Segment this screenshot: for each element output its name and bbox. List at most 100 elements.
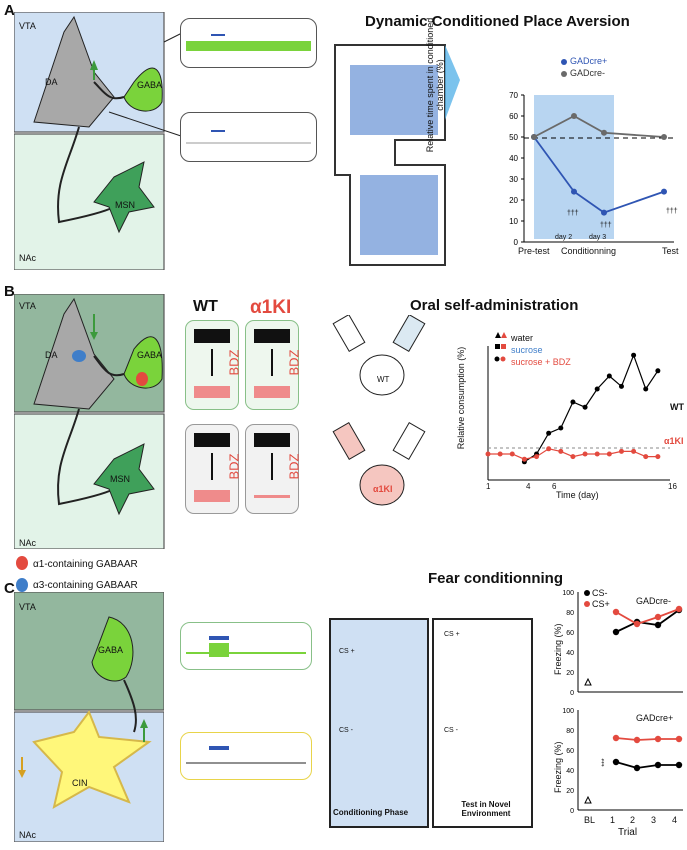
b-bdz-label-3: BDZ [286, 453, 302, 480]
b-point [606, 451, 612, 457]
a-vta-label: VTA [19, 21, 36, 31]
a-annot-0: ††† [567, 210, 579, 217]
c-ytick: 100 [562, 708, 574, 715]
a3-receptor-icon [16, 578, 28, 592]
c-cs-minus-1: CS - [444, 727, 458, 734]
c-legend-label-1: CS+ [592, 599, 610, 609]
b-xtick-16: 16 [668, 482, 677, 491]
c-xtick-4: 4 [672, 815, 678, 825]
c-bl-marker [584, 795, 592, 804]
c-xtick-1: 1 [610, 815, 616, 825]
c-cs-minus-0: CS - [339, 727, 353, 734]
c-ytick: 0 [570, 808, 574, 815]
b-bdz-label-2: BDZ [226, 453, 242, 480]
b-point [485, 451, 491, 457]
b-trace-wt-top [185, 320, 239, 410]
b-xtick-1: 1 [486, 482, 491, 491]
c-ytick: 80 [566, 728, 574, 735]
a1-receptor-icon [16, 556, 28, 570]
b-point [534, 454, 540, 460]
c-ytick: 20 [566, 788, 574, 795]
c-ytick: 80 [566, 610, 574, 617]
a-da-label: DA [45, 77, 58, 87]
a-ytick: 40 [509, 154, 518, 163]
c-top-ylabel: Freezing (%) [553, 623, 563, 675]
b-rat-ki-label: α1KI [373, 484, 393, 494]
panel-c-title: Fear conditionning [428, 570, 563, 587]
b-xtick-6: 6 [552, 482, 557, 491]
a-ytick: 20 [509, 196, 518, 205]
c-gaba-label: GABA [98, 645, 124, 655]
b-point [643, 386, 649, 392]
b-da-label: DA [45, 350, 58, 360]
b-series-ki-label: α1KI [664, 436, 684, 446]
b-a3-receptor-icon [72, 350, 86, 362]
c-conditioning-phase-label: Conditioning Phase [333, 808, 409, 817]
b-trace-wt-bottom [185, 424, 239, 514]
c-point [654, 761, 662, 769]
panel-c-circuit [14, 592, 164, 842]
a-ytick: 60 [509, 112, 518, 121]
a-maze [334, 44, 460, 266]
b-point [594, 386, 600, 392]
b-point [570, 454, 576, 460]
c-cs-plus-0: CS + [339, 648, 355, 655]
a-point [571, 113, 577, 119]
a-ytick: 10 [509, 217, 518, 226]
c-xlabel: Trial [618, 827, 638, 838]
c-conditioning-box [329, 618, 429, 828]
c-test-box [432, 618, 533, 828]
b-series-line-0 [524, 353, 659, 463]
c-cs-plus-1: CS + [444, 631, 460, 638]
b-a1-receptor-icon [136, 372, 148, 386]
c-nac-label: NAc [19, 830, 37, 840]
c-ytick: 40 [566, 768, 574, 775]
a-x-day2: day 2 [555, 234, 573, 241]
c-point [675, 605, 683, 613]
a-legend-marker-1 [561, 71, 567, 77]
a-point [661, 188, 667, 195]
a-point [601, 209, 607, 216]
a-legend-marker-0 [561, 59, 567, 65]
b-trace-ki-bottom [245, 424, 299, 514]
a-trace-gaba [180, 18, 317, 68]
c-legend-marker-1 [584, 601, 590, 607]
a-annot-2: ††† [666, 208, 678, 215]
c-top-title: GADcre- [636, 596, 672, 606]
b-rat-wt-label: WT [377, 375, 390, 384]
c-legend-label-0: CS- [592, 588, 608, 598]
b-rats [332, 315, 426, 506]
c-ytick: 60 [566, 748, 574, 755]
a-x-day3: day 3 [589, 234, 607, 241]
b-point [618, 383, 624, 389]
c-xtick-3: 3 [651, 815, 657, 825]
b-point [594, 451, 600, 457]
a-series-line-1 [533, 114, 665, 138]
c-point [612, 734, 620, 742]
c-point [633, 764, 641, 772]
c-point [654, 735, 662, 743]
b-chart [485, 332, 670, 481]
a-point [601, 129, 607, 136]
b-series [485, 352, 661, 465]
c-series-line-0-1 [615, 608, 680, 625]
c-bottom-title: GADcre+ [636, 713, 674, 723]
c-vta-label: VTA [19, 602, 36, 612]
b-point [546, 430, 552, 436]
c-ytick: 100 [562, 590, 574, 597]
a-point [661, 134, 667, 140]
a-ytick: 30 [509, 175, 518, 184]
a-legend [561, 59, 567, 77]
panel-a-circuit [14, 12, 185, 270]
b-legend-sucrose-bdz: sucrose + BDZ [511, 357, 571, 367]
c-series-line-1-0 [615, 761, 679, 769]
a-legend-label-1: GADcre- [570, 68, 606, 78]
b-bdz-label-1: BDZ [286, 349, 302, 376]
b-xlabel: Time (day) [556, 490, 599, 500]
a-x-pretest: Pre-test [518, 246, 550, 256]
b-point [655, 454, 661, 460]
b-point [582, 404, 588, 410]
b-point [546, 446, 552, 452]
